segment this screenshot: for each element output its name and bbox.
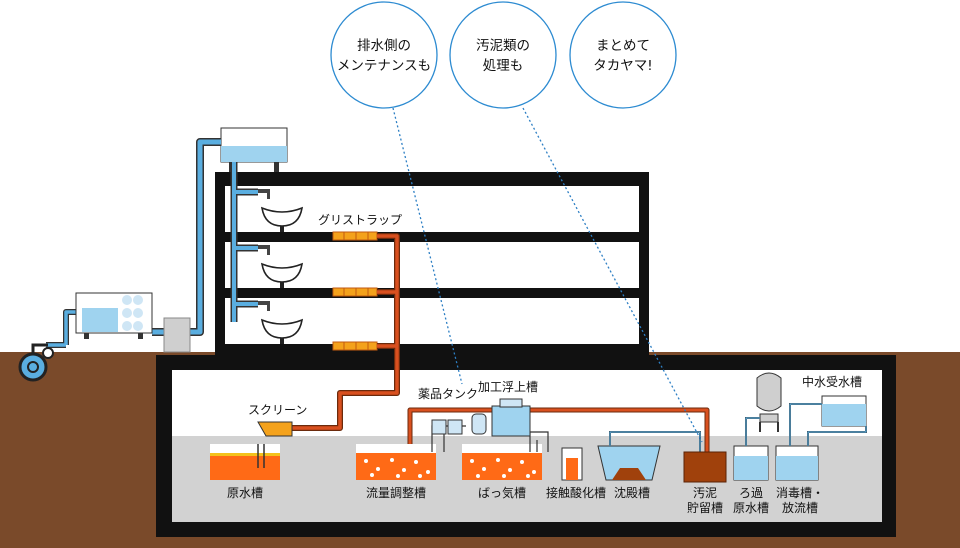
meter-box: [163, 317, 191, 353]
chemical-tank: [431, 413, 487, 435]
screen: [257, 421, 293, 437]
aeration-tank: [462, 444, 542, 480]
disinfection-tank-label-1: 消毒槽・: [776, 486, 824, 500]
greywater-tank: [821, 395, 867, 427]
drain-pipe: [285, 233, 710, 452]
tank-icon: [756, 372, 782, 432]
pointer-line-2: [522, 107, 703, 443]
svg-text:まとめて: まとめて: [596, 38, 650, 54]
aeration-tank-label: ばっ気槽: [478, 485, 526, 500]
floor-3: [225, 186, 639, 232]
rooftop-tank-water: [221, 146, 287, 162]
bubble-takayama: まとめて タカヤマ!: [569, 1, 677, 109]
chemical-tank-label: 薬品タンク: [418, 387, 478, 401]
raw-water-tank: [210, 444, 280, 480]
flow-adjust-tank-label: 流量調整槽: [366, 485, 426, 500]
bubble-sludge: 汚泥類の 処理も: [449, 1, 557, 109]
settling-tank-label: 沈殿槽: [614, 485, 650, 500]
sludge-tank-label-1: 汚泥: [693, 486, 717, 500]
faucet-icon: [258, 189, 270, 311]
filtration-tank-label-2: 原水槽: [733, 501, 769, 515]
svg-text:排水側の: 排水側の: [357, 38, 411, 54]
filtration-raw-water-tank: [733, 445, 769, 481]
floor-2: [225, 242, 639, 288]
flotation-tank: [491, 398, 531, 437]
raw-water-tank-label: 原水槽: [227, 486, 263, 500]
grease-trap: [332, 231, 378, 351]
flow-adjust-tank: [356, 444, 436, 480]
greywater-tank-label: 中水受水槽: [802, 374, 862, 389]
svg-text:汚泥類の: 汚泥類の: [476, 38, 530, 54]
svg-text:メンテナンスも: メンテナンスも: [337, 58, 431, 74]
sludge-tank-label-2: 貯留槽: [687, 501, 723, 515]
screen-label: スクリーン: [248, 403, 307, 417]
flotation-tank-label: 加工浮上槽: [478, 380, 538, 394]
bubble-maintenance: 排水側の メンテナンスも: [330, 1, 438, 109]
contact-oxidation-tank-label: 接触酸化槽: [546, 485, 606, 500]
floor-1: [225, 298, 639, 344]
disinfection-tank-label-2: 放流槽: [782, 500, 818, 515]
sludge-storage-tank: [683, 451, 727, 483]
svg-text:処理も: 処理も: [483, 58, 524, 74]
filtration-tank-label-1: ろ過: [739, 486, 763, 500]
sink-icon: [260, 206, 304, 339]
contact-oxidation-tank: [561, 447, 583, 481]
settling-tank: [597, 445, 661, 481]
disinfection-discharge-tank: [775, 445, 819, 481]
grease-trap-label: グリストラップ: [318, 213, 402, 227]
svg-text:タカヤマ!: タカヤマ!: [593, 58, 652, 74]
